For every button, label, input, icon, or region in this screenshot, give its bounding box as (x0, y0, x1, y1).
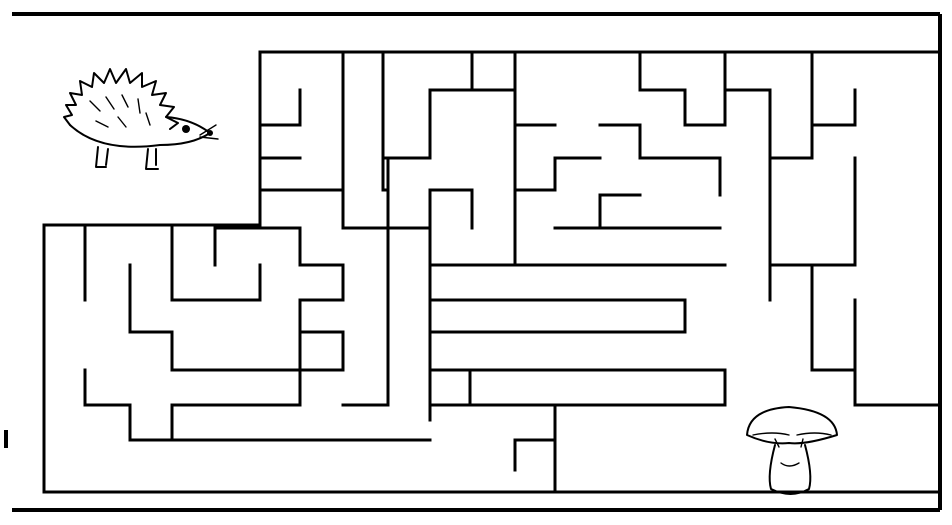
hedgehog-icon (63, 68, 219, 170)
maze-walls (42, 50, 942, 494)
mushroom-icon (746, 406, 838, 495)
